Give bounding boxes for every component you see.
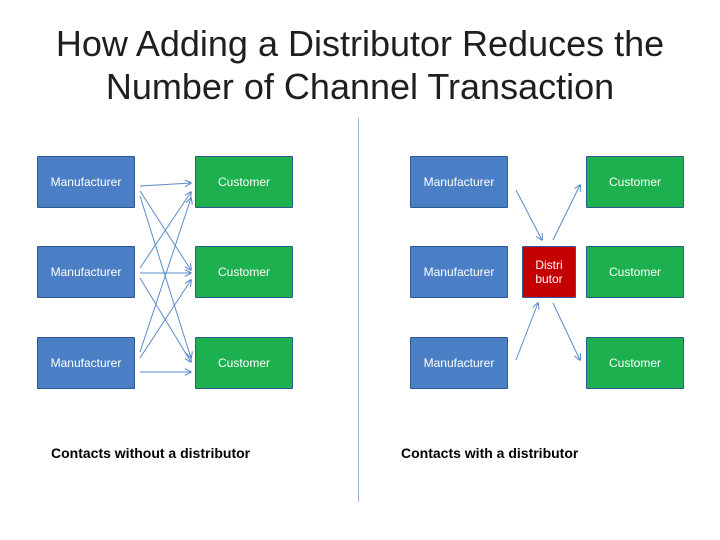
left-caption: Contacts without a distributor (51, 445, 251, 461)
right-manufacturer-2: Manufacturer (410, 246, 508, 298)
left-manufacturer-3: Manufacturer (37, 337, 135, 389)
right-customer-2: Customer (586, 246, 684, 298)
arrow-m2-c3 (139, 277, 191, 362)
right-customer-3: Customer (586, 337, 684, 389)
left-customer-2: Customer (195, 246, 293, 298)
arrow-m3-c2 (139, 280, 191, 359)
arrow-m1-dist (515, 189, 542, 240)
left-manufacturer-2: Manufacturer (37, 246, 135, 298)
right-manufacturer-3: Manufacturer (410, 337, 508, 389)
arrow-m2-c1 (139, 192, 191, 269)
left-manufacturer-1: Manufacturer (37, 156, 135, 208)
arrow-m3-dist (515, 303, 538, 361)
right-manufacturer-1: Manufacturer (410, 156, 508, 208)
arrow-dist-c3 (552, 302, 580, 360)
arrow-dist-c1 (552, 185, 580, 241)
slide-title: How Adding a Distributor Reduces the Num… (55, 23, 665, 107)
right-customer-1: Customer (586, 156, 684, 208)
left-customer-1: Customer (195, 156, 293, 208)
distributor-box: Distri butor (522, 246, 576, 298)
arrow-m1-c1 (139, 183, 191, 186)
arrow-m1-c3 (139, 195, 191, 358)
arrow-m3-c1 (139, 198, 191, 353)
left-customer-3: Customer (195, 337, 293, 389)
center-divider (358, 118, 359, 502)
right-caption: Contacts with a distributor (401, 445, 579, 461)
